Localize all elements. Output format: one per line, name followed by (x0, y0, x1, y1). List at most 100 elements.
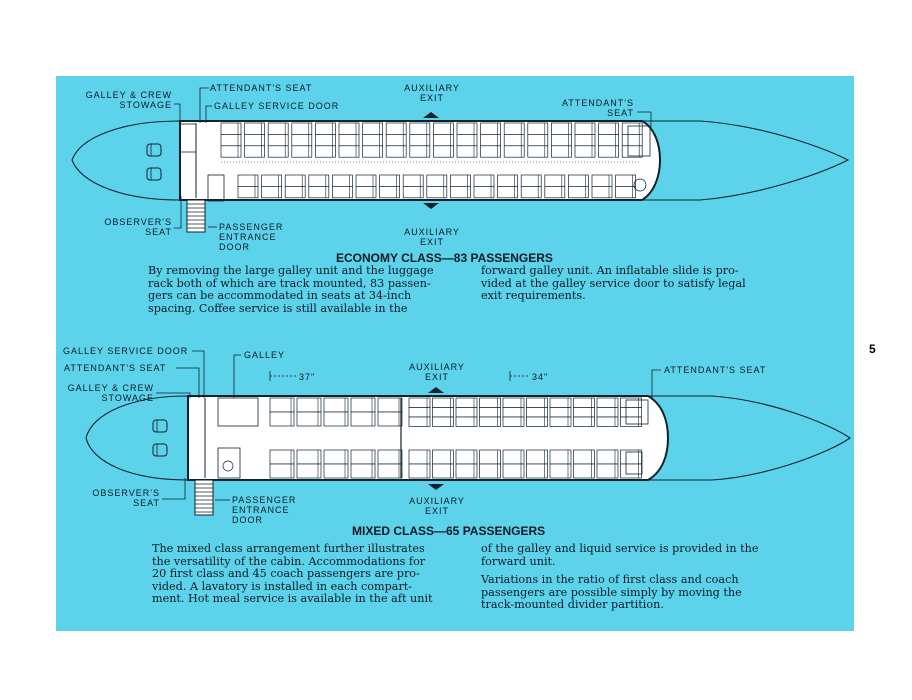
seat (350, 449, 376, 465)
label-auxiliary-exit-top: AUXILIARY EXIT (404, 83, 460, 103)
seat (350, 397, 376, 413)
mixed-text-right-2: Variations in the ratio of first class a… (481, 573, 742, 612)
mixed-title: MIXED CLASS—65 PASSENGERS (352, 524, 546, 538)
label-auxiliary-exit-bottom: AUXILIARY EXIT (404, 227, 460, 247)
seat (455, 416, 478, 427)
label-attendants-seat-forward: ATTENDANT'S SEAT (210, 83, 313, 93)
label-pitch-first: 37" (299, 372, 316, 382)
seat (323, 411, 349, 427)
seat (402, 186, 424, 199)
seat (244, 145, 265, 158)
pilot-seat (146, 143, 162, 157)
seat (527, 145, 549, 158)
aft-galley (625, 451, 643, 475)
seat (596, 463, 619, 479)
seat (596, 416, 619, 427)
seat (479, 463, 501, 479)
label-auxiliary-exit-top-2: AUXILIARY EXIT (409, 362, 465, 382)
seat (377, 449, 403, 465)
label-auxiliary-exit-bottom-2: AUXILIARY EXIT (409, 496, 465, 516)
leader-observer-2 (162, 478, 186, 500)
mixed-class-layout (85, 371, 851, 516)
nose-outline (85, 395, 189, 481)
label-galley: GALLEY (244, 350, 286, 360)
seat (296, 397, 322, 413)
seat (237, 186, 259, 199)
seat (574, 145, 596, 158)
seat (269, 449, 295, 465)
seat (362, 145, 383, 158)
galley-unit (217, 397, 259, 427)
label-galley-service-door: GALLEY SERVICE DOOR (214, 101, 340, 111)
seat (315, 145, 336, 158)
seat (269, 397, 295, 413)
seat (338, 145, 360, 158)
seat (598, 145, 619, 158)
seat (385, 145, 407, 158)
label-observers-seat: OBSERVER'S SEAT (104, 217, 172, 237)
seat (269, 411, 295, 427)
seat (267, 145, 289, 158)
seat (615, 186, 636, 199)
aft-seat (633, 178, 647, 192)
seat (261, 186, 282, 199)
seat (573, 416, 595, 427)
seat (323, 449, 349, 465)
seat (568, 186, 589, 199)
seat (296, 463, 322, 479)
exit-arrow (423, 203, 439, 209)
seat (377, 463, 403, 479)
seat (526, 463, 548, 479)
leader-galley-door-2 (192, 350, 205, 398)
pilot-seat (146, 167, 162, 181)
seat (350, 411, 376, 427)
seat (350, 463, 376, 479)
seat (591, 186, 613, 199)
tail-outline (648, 395, 851, 481)
seat (379, 186, 400, 199)
leader-attendant-fwd-2 (176, 367, 200, 398)
seat (377, 397, 403, 413)
label-galley-service-door-2: GALLEY SERVICE DOOR (63, 346, 189, 356)
leader-attendant-aft (637, 111, 652, 130)
seat (220, 145, 242, 158)
seat (520, 186, 542, 199)
economy-title: ECONOMY CLASS—83 PASSENGERS (336, 251, 553, 265)
seat (455, 463, 478, 479)
seat (503, 145, 525, 158)
label-attendants-seat-aft-2: ATTENDANT'S SEAT (664, 365, 767, 375)
seat (332, 186, 353, 199)
toilet (222, 460, 234, 472)
seat (409, 145, 431, 158)
leader-galley (233, 354, 241, 398)
label-observers-seat-2: OBSERVER'S SEAT (92, 488, 160, 508)
seat (544, 186, 566, 199)
seat (549, 463, 572, 479)
leader-attendant-aft-2 (651, 369, 661, 400)
seat (479, 416, 501, 427)
page-number: 5 (869, 342, 876, 356)
leader-galley-door (205, 105, 212, 123)
leader-galley-stowage-2 (156, 392, 191, 398)
seat (296, 449, 322, 465)
label-galley-crew-stowage-2: GALLEY & CREW STOWAGE (67, 383, 154, 403)
galley-unit (179, 123, 197, 153)
seat (269, 463, 295, 479)
seat (432, 463, 454, 479)
entrance-stairs (194, 479, 214, 516)
seat (551, 145, 572, 158)
seat (549, 416, 572, 427)
seat (308, 186, 330, 199)
seat (323, 397, 349, 413)
label-attendants-seat-aft: ATTENDANT'S SEAT (561, 98, 634, 118)
seat (502, 463, 525, 479)
seat (426, 186, 448, 199)
seat (296, 411, 322, 427)
label-pitch-coach: 34" (532, 372, 549, 382)
coffee-unit (207, 174, 225, 202)
leader-attendant-fwd (199, 87, 209, 123)
exit-arrow (428, 484, 444, 490)
seat (526, 416, 548, 427)
seat (408, 463, 431, 479)
